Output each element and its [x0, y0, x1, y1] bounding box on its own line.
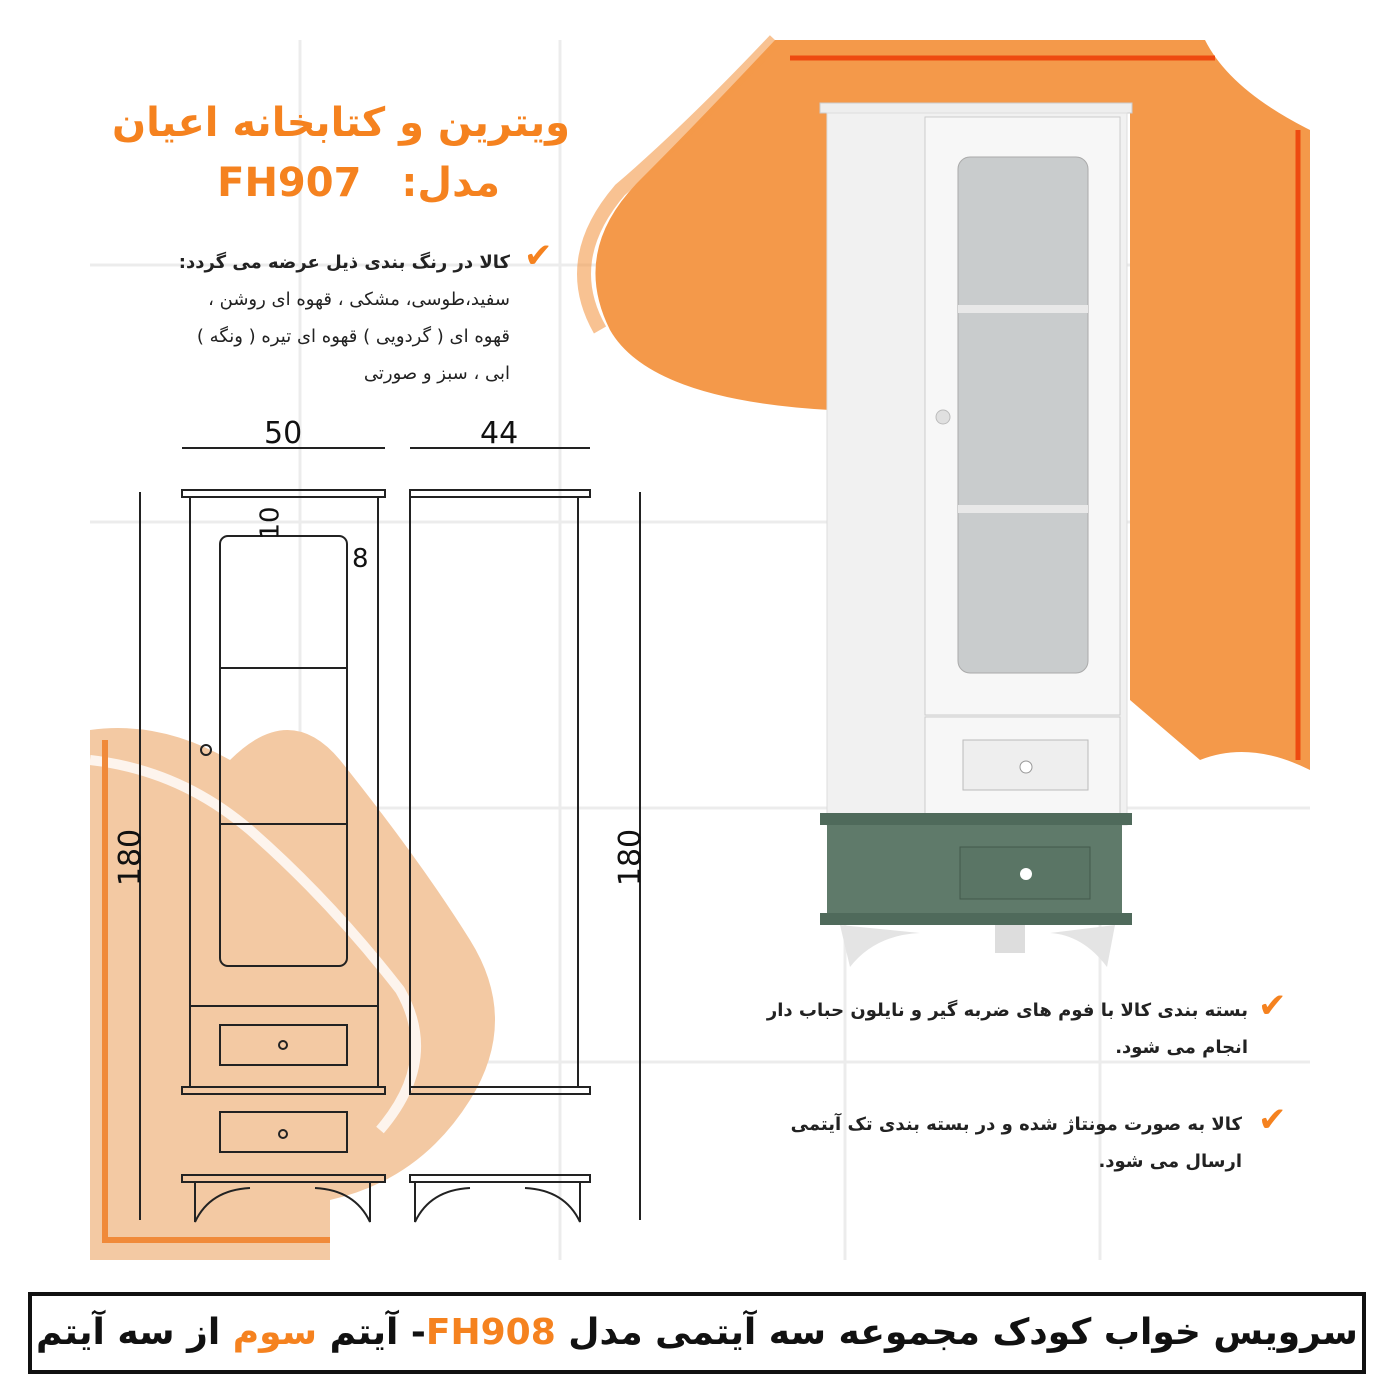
orange-blob-bottom — [90, 728, 495, 1260]
colors-line: ابی ، سبز و صورتی — [363, 363, 510, 384]
dimension-height-front: 180 — [113, 828, 149, 887]
orange-blob-top — [595, 40, 1310, 770]
colors-heading: کالا در رنگ بندی ذیل عرضه می گردد: — [178, 252, 510, 273]
bottom-banner: سرویس خواب کودک مجموعه سه آیتمی مدل FH90… — [28, 1292, 1366, 1374]
checkmark-icon: ✔ — [524, 236, 553, 276]
note-line: بسته بندی کالا با فوم های ضربه گیر و نای… — [766, 1000, 1248, 1021]
dimension-width: 50 — [264, 416, 303, 451]
banner-text: سرویس خواب کودک مجموعه سه آیتمی مدل — [555, 1312, 1358, 1353]
dimension-side-gap: 8 — [352, 544, 369, 574]
note-line: ارسال می شود. — [1098, 1151, 1242, 1172]
technical-drawing — [139, 447, 641, 1223]
model-code: FH907 — [217, 160, 362, 206]
note-line: انجام می شود. — [1115, 1037, 1248, 1058]
side-view — [409, 489, 591, 1223]
product-model: مدل: FH907 — [217, 160, 500, 206]
banner-text: از سه آیتم — [36, 1312, 233, 1353]
colors-line: قهوه ای ( گردویی ) قهوه ای تیره ( ونگه ) — [196, 326, 510, 347]
background-decoration — [89, 35, 1310, 1260]
banner-text: - آیتم — [317, 1312, 426, 1353]
note-line: کالا به صورت مونتاژ شده و در بسته بندی ت… — [790, 1114, 1242, 1135]
product-title: ویترین و کتابخانه اعیان — [111, 100, 570, 146]
packaging-note: بسته بندی کالا با فوم های ضربه گیر و نای… — [678, 992, 1248, 1066]
dimension-depth: 44 — [480, 416, 519, 451]
assembly-note: کالا به صورت مونتاژ شده و در بسته بندی ت… — [672, 1106, 1242, 1180]
dimension-top-gap: 10 — [255, 506, 286, 540]
front-view — [181, 489, 386, 1223]
checkmark-icon: ✔ — [1258, 1100, 1287, 1140]
cabinet-image — [819, 102, 1133, 967]
checkmark-icon: ✔ — [1258, 986, 1287, 1026]
colors-line: سفید،طوسی، مشکی ، قهوه ای روشن ، — [208, 289, 510, 310]
color-options: کالا در رنگ بندی ذیل عرضه می گردد: سفید،… — [110, 244, 510, 392]
banner-code: FH908 — [425, 1312, 556, 1353]
model-label: مدل: — [401, 160, 500, 206]
banner-highlight: سوم — [232, 1312, 318, 1353]
dimension-height-side: 180 — [613, 828, 649, 887]
